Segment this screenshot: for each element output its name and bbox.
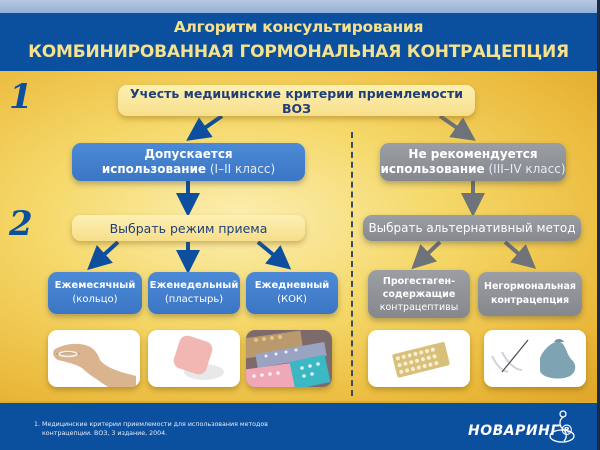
novaring-figure-icon <box>549 410 575 443</box>
contraceptive-patch-image <box>148 330 240 387</box>
choose-regimen-label: Выбрать режим приема <box>109 220 268 236</box>
pill-packs-icon <box>246 330 332 387</box>
choose-alternative-box: Выбрать альтернативный метод <box>363 215 581 241</box>
who-criteria-label: Учесть медицинские критерии приемлемости… <box>130 85 463 116</box>
alternative-nonhormonal-box: Негормональная контрацепция <box>478 272 582 316</box>
progestin-line3: контрацептивы <box>379 301 459 313</box>
divider-dashed-line <box>351 132 353 396</box>
regimen-weekly-box: Еженедельный (пластырь) <box>148 272 240 314</box>
nonhormonal-line2: контрацепция <box>490 295 570 306</box>
regimen-monthly-title: Ежемесячный <box>54 280 136 291</box>
footnote-line2: контрацепции. ВОЗ, 3 издание, 2004. <box>42 430 168 437</box>
novaring-logo: НОВАРИНГ® <box>468 423 575 439</box>
iud-and-condom-image <box>484 330 586 387</box>
step-2-number: 2 <box>9 204 33 244</box>
header-band: Алгоритм консультирования КОМБИНИРОВАННА… <box>0 13 597 71</box>
footnote-line1: 1. Медицинские критерии приемлемости для… <box>34 421 268 428</box>
progestin-pill-blister-image <box>368 330 470 387</box>
not-recommended-class: (III–IV класс) <box>484 162 566 176</box>
title-line-2: КОМБИНИРОВАННАЯ ГОРМОНАЛЬНАЯ КОНТРАЦЕПЦИ… <box>28 42 569 62</box>
not-recommended-line1: Не рекомендуется <box>408 147 538 161</box>
regimen-weekly-sub: (пластырь) <box>164 294 224 305</box>
allowed-line1: Допускается <box>144 147 233 161</box>
choose-alternative-label: Выбрать альтернативный метод <box>368 220 576 235</box>
nonhormonal-line1: Негормональная <box>484 281 576 292</box>
progestin-line1: Прогестаген- <box>382 275 456 287</box>
step-1-number: 1 <box>9 77 33 117</box>
allowed-use-box: Допускается использование (I–II класс) <box>72 143 305 181</box>
who-criteria-box: Учесть медицинские критерии приемлемости… <box>118 85 475 116</box>
allowed-line2-bold: использование <box>101 162 207 176</box>
footer-band: 1. Медицинские критерии приемлемости для… <box>0 401 597 450</box>
not-recommended-box: Не рекомендуется использование (III–IV к… <box>380 143 566 181</box>
iud-condom-icon <box>491 339 576 379</box>
regimen-weekly-title: Еженедельный <box>149 280 239 291</box>
choose-regimen-box: Выбрать режим приема <box>72 215 305 241</box>
not-recommended-line2-bold: использование <box>380 162 485 176</box>
top-strip <box>0 0 597 13</box>
blister-pack-icon <box>392 342 450 378</box>
regimen-daily-title: Ежедневный <box>254 280 330 291</box>
pill-packs-image <box>246 330 332 387</box>
vaginal-ring-hand-image <box>48 330 140 387</box>
allowed-class: (I–II класс) <box>206 162 276 176</box>
regimen-daily-box: Ежедневный (КОК) <box>246 272 338 314</box>
title-line-1: Алгоритм консультирования <box>173 18 424 36</box>
regimen-daily-sub: (КОК) <box>277 294 307 305</box>
footnote: 1. Медицинские критерии приемлемости для… <box>34 420 294 438</box>
regimen-monthly-sub: (кольцо) <box>72 294 118 305</box>
patch-icon <box>173 335 224 380</box>
hand-icon <box>53 343 136 387</box>
progestin-line2: содержащие <box>382 288 456 300</box>
regimen-monthly-box: Ежемесячный (кольцо) <box>48 272 142 314</box>
